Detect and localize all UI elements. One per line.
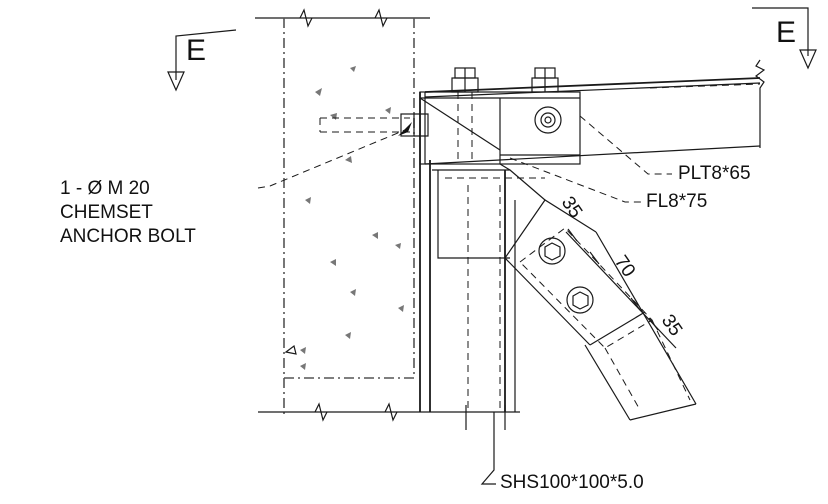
leaders — [480, 115, 672, 485]
anchor-bolt-label-line2: CHEMSET — [60, 202, 153, 223]
column-section-label: SHS100*100*5.0 — [500, 472, 644, 493]
dimension-3-label: 35 — [657, 311, 686, 340]
plate-label: PLT8*65 — [678, 163, 751, 184]
section-marker-right-label: E — [776, 16, 797, 49]
section-marker-left-label: E — [186, 34, 207, 67]
dimension-1-label: 35 — [557, 193, 586, 222]
flat-bar-label: FL8*75 — [646, 191, 708, 212]
dimension-2-label: 70 — [610, 252, 639, 281]
diagonal-brace — [504, 199, 697, 421]
top-cleat-plates — [419, 67, 581, 171]
dimension-chain: 35 70 35 — [557, 193, 686, 349]
section-marker-right — [752, 7, 817, 70]
anchor-bolt-label-line3: ANCHOR BOLT — [60, 226, 196, 247]
anchor-bolt — [257, 113, 429, 189]
shs-column — [419, 92, 516, 430]
anchor-bolt-label-line1: 1 - Ø M 20 — [60, 178, 150, 199]
sloping-beam — [424, 59, 766, 165]
section-marker-left — [167, 29, 237, 92]
concrete-wall — [255, 8, 520, 422]
gusset-plate — [432, 169, 546, 259]
